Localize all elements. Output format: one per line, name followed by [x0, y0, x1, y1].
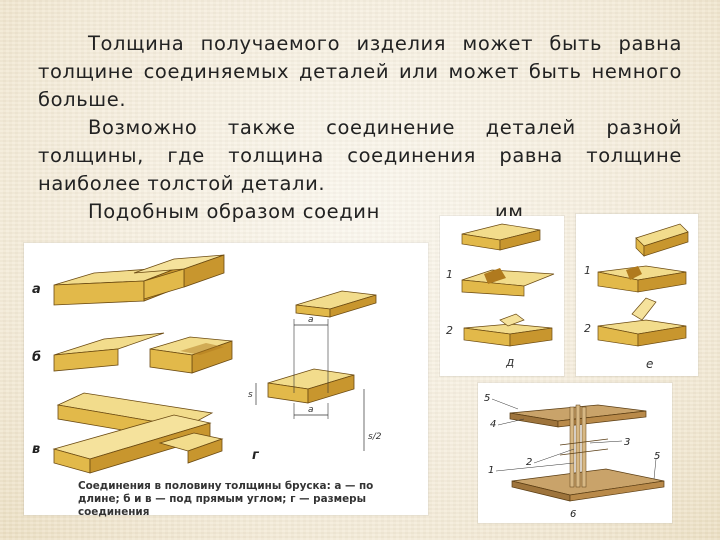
figure-d: 1 2 д: [440, 216, 564, 376]
joint-b-drawing: [53, 332, 233, 374]
figure-half-lap-joints-drawing: а а s s/2 а б в г: [32, 254, 382, 474]
label-b: б: [32, 350, 41, 365]
fig-shelf-num-3: 3: [624, 437, 630, 448]
fig-shelf-letter: 6: [570, 509, 576, 520]
fig-shelf-num-5-top: 5: [484, 393, 490, 404]
figure-shelf-drawing: 5 4 3 2 1 5 6: [484, 393, 665, 520]
figure-caption: Соединения в половину толщины бруска: а …: [78, 480, 374, 518]
fig-d-num-1: 1: [446, 268, 453, 281]
fig-e-num-1: 1: [584, 264, 591, 277]
dim-label-a-top: а: [308, 315, 314, 325]
fig-shelf-num-1: 1: [488, 465, 494, 476]
slide-text: Толщина получаемого изделия может быть р…: [38, 30, 682, 226]
dim-label-s-half: s/2: [368, 432, 382, 442]
fig-e-num-2: 2: [584, 322, 591, 335]
fig-shelf-num-4: 4: [490, 419, 496, 430]
figure-shelf: 5 4 3 2 1 5 6: [478, 383, 672, 523]
paragraph-3-text: Подобным образом соедин: [88, 200, 380, 223]
fig-d-letter: д: [505, 355, 514, 369]
figure-d-drawing: 1 2 д: [446, 223, 555, 369]
label-g: г: [252, 448, 260, 463]
fig-d-num-2: 2: [446, 324, 453, 337]
joint-g-drawing: а а s s/2: [248, 290, 382, 451]
figure-half-lap-joints: а а s s/2 а б в г: [24, 243, 428, 515]
joint-v-drawing: [52, 392, 224, 474]
fig-e-letter: е: [646, 357, 653, 371]
joint-a-drawing: [53, 254, 225, 306]
fig-shelf-num-5-right: 5: [654, 451, 660, 462]
paragraph-2: Возможно также соединение деталей разной…: [38, 116, 682, 195]
figure-e-drawing: 1 2 е: [584, 223, 689, 371]
fig-shelf-num-2: 2: [526, 457, 532, 468]
figure-e: 1 2 е: [576, 214, 698, 376]
paragraph-1: Толщина получаемого изделия может быть р…: [38, 32, 682, 111]
dim-label-a-bottom: а: [308, 405, 314, 415]
label-a: а: [32, 282, 41, 297]
dim-label-s: s: [248, 390, 253, 400]
label-v: в: [32, 442, 40, 457]
